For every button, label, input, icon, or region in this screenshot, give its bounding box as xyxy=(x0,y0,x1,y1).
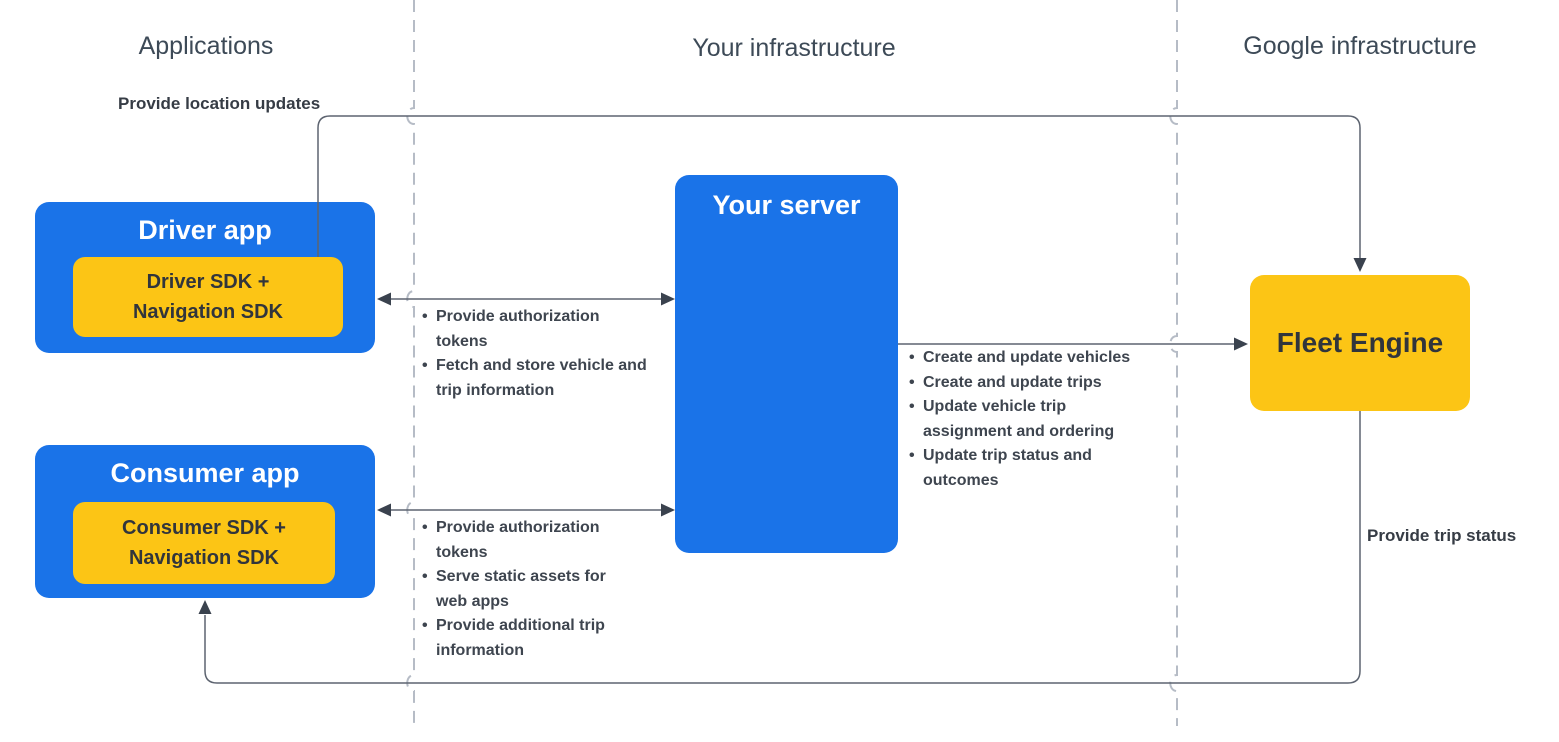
column-header-google-infrastructure: Google infrastructure xyxy=(1243,32,1477,60)
bullet-item: Create and update vehicles xyxy=(908,346,1153,371)
bullet-item: Provide authorization tokens xyxy=(421,305,649,354)
dashed-divider-right xyxy=(1169,0,1178,726)
arrowhead-left-consumer xyxy=(377,503,391,517)
bullets-server-fleet: Create and update vehiclesCreate and upd… xyxy=(908,346,1153,493)
consumer-app-node: Consumer app Consumer SDK + Navigation S… xyxy=(35,445,375,598)
bullets-driver-server: Provide authorization tokensFetch and st… xyxy=(421,305,649,403)
arrowhead-left-driver xyxy=(377,292,391,306)
fleet-engine-node: Fleet Engine xyxy=(1250,275,1470,411)
bullets-consumer-server: Provide authorization tokensServe static… xyxy=(421,516,621,663)
bullet-item: Serve static assets for web apps xyxy=(421,565,621,614)
arrowhead-up-consumer xyxy=(198,600,212,614)
your-server-node: Your server xyxy=(675,175,898,553)
consumer-app-title: Consumer app xyxy=(110,458,300,488)
dashed-divider-left xyxy=(406,0,415,726)
arrowhead-right-fleet xyxy=(1234,337,1248,351)
bullet-item: Fetch and store vehicle and trip informa… xyxy=(421,354,649,403)
your-server-title: Your server xyxy=(712,190,861,220)
consumer-sdk-box: Consumer SDK + Navigation SDK xyxy=(73,502,335,584)
driver-app-title: Driver app xyxy=(138,215,272,245)
arrowhead-right-server-top xyxy=(661,292,675,306)
column-header-applications: Applications xyxy=(138,32,274,60)
column-header-your-infrastructure: Your infrastructure xyxy=(692,34,896,62)
label-provide-trip-status: Provide trip status xyxy=(1367,526,1517,545)
label-provide-location-updates: Provide location updates xyxy=(118,94,321,113)
bullet-item: Update vehicle trip assignment and order… xyxy=(908,395,1153,444)
bullet-item: Provide additional trip information xyxy=(421,614,621,663)
driver-sdk-box: Driver SDK + Navigation SDK xyxy=(73,257,343,337)
bullet-item: Update trip status and outcomes xyxy=(908,444,1153,493)
driver-app-node: Driver app Driver SDK + Navigation SDK xyxy=(35,202,375,353)
arrowhead-right-server-bottom xyxy=(661,503,675,517)
bullet-item: Provide authorization tokens xyxy=(421,516,621,565)
bullet-item: Create and update trips xyxy=(908,371,1153,396)
fleet-engine-title: Fleet Engine xyxy=(1276,327,1444,358)
arrowhead-down-fleet xyxy=(1353,258,1367,272)
